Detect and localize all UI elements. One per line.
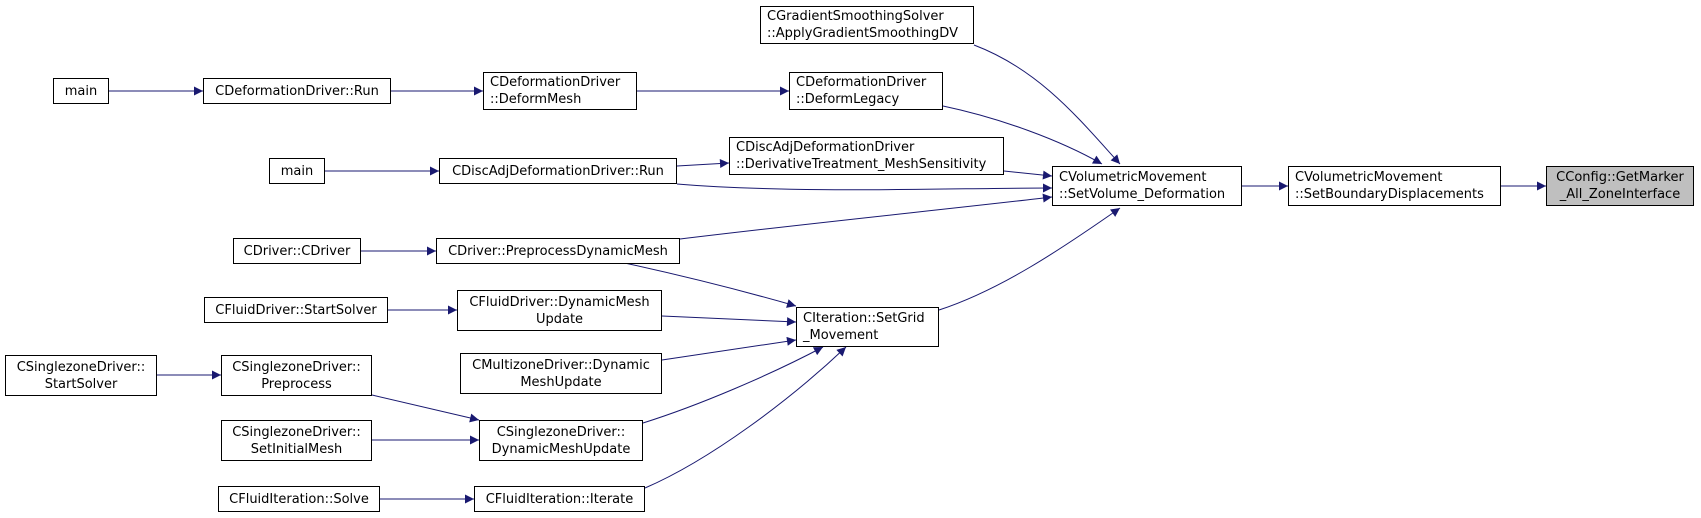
edge-single-pre-to-single-dyn bbox=[371, 394, 480, 423]
node-cfluiditeration-solve[interactable]: CFluidIteration::Solve bbox=[218, 486, 380, 512]
node-label: CFluidDriver::StartSolver bbox=[215, 302, 377, 318]
node-cfluiddriver-startsolver[interactable]: CFluidDriver::StartSolver bbox=[204, 297, 388, 323]
node-label-line1: CSinglezoneDriver:: bbox=[232, 359, 361, 375]
node-cdiscadjdeformationdriver-derivativetreatment[interactable]: CDiscAdjDeformationDriver ::DerivativeTr… bbox=[729, 137, 1004, 175]
node-label: CFluidIteration::Solve bbox=[229, 491, 369, 507]
node-label: main bbox=[64, 83, 98, 99]
node-label-line1: CIteration::SetGrid bbox=[803, 311, 925, 326]
node-label-line2: Update bbox=[535, 311, 584, 327]
node-cdeformationdriver-deformmesh[interactable]: CDeformationDriver ::DeformMesh bbox=[483, 72, 637, 110]
edge-iter-grid-to-vol-deform bbox=[938, 207, 1121, 311]
node-cfluiditeration-iterate[interactable]: CFluidIteration::Iterate bbox=[474, 486, 645, 512]
edge-gradient-to-vol-deform bbox=[973, 44, 1121, 165]
node-label-line2: ::ApplyGradientSmoothingDV bbox=[767, 26, 958, 41]
node-cvolumetricmovement-setboundarydisplacements[interactable]: CVolumetricMovement ::SetBoundaryDisplac… bbox=[1288, 166, 1501, 206]
node-label-line1: CFluidDriver::DynamicMesh bbox=[469, 294, 650, 310]
node-label-line1: CSinglezoneDriver:: bbox=[496, 424, 626, 440]
node-label: CDriver::CDriver bbox=[243, 243, 351, 259]
node-label: CDriver::PreprocessDynamicMesh bbox=[448, 243, 668, 259]
node-label-line1: CSinglezoneDriver:: bbox=[16, 359, 146, 375]
node-label-line2: _Movement bbox=[803, 328, 879, 343]
node-label-line2: MeshUpdate bbox=[520, 374, 602, 390]
node-label-line2: ::SetVolume_Deformation bbox=[1059, 187, 1226, 202]
edge-deform-legacy-to-vol-deform bbox=[942, 105, 1103, 165]
edge-discadj-run-to-vol-deform bbox=[676, 183, 1053, 193]
node-main[interactable]: main bbox=[53, 78, 109, 104]
node-label-line2: StartSolver bbox=[44, 376, 118, 392]
node-cdriver-preprocessdynamicmesh[interactable]: CDriver::PreprocessDynamicMesh bbox=[436, 238, 680, 264]
node-csinglezonedriver-startsolver[interactable]: CSinglezoneDriver:: StartSolver bbox=[5, 355, 157, 396]
node-csinglezonedriver-dynamicmeshupdate[interactable]: CSinglezoneDriver:: DynamicMeshUpdate bbox=[479, 420, 643, 461]
node-label-line1: CVolumetricMovement bbox=[1295, 170, 1443, 185]
node-label-line2: SetInitialMesh bbox=[250, 441, 343, 457]
node-label: CDeformationDriver::Run bbox=[215, 83, 379, 99]
node-label-line1: CSinglezoneDriver:: bbox=[232, 424, 361, 440]
node-label-line1: CDeformationDriver bbox=[490, 75, 621, 90]
node-cgradientsmoothingsolver-applygradientsmoothingdv[interactable]: CGradientSmoothingSolver ::ApplyGradient… bbox=[760, 6, 974, 44]
node-csinglezonedriver-preprocess[interactable]: CSinglezoneDriver:: Preprocess bbox=[221, 355, 372, 396]
node-cdriver-cdriver[interactable]: CDriver::CDriver bbox=[233, 238, 361, 264]
node-label-line2: DynamicMeshUpdate bbox=[491, 441, 631, 457]
node-label-line2: ::DeformLegacy bbox=[796, 92, 900, 107]
node-label: CFluidIteration::Iterate bbox=[485, 491, 634, 507]
node-label-line1: CDeformationDriver bbox=[796, 75, 927, 90]
node-label-line2: ::SetBoundaryDisplacements bbox=[1295, 187, 1484, 202]
node-label-line1: CVolumetricMovement bbox=[1059, 170, 1207, 185]
node-label-line2: _All_ZoneInterface bbox=[1559, 187, 1681, 202]
edge-preprocess-dyn-to-vol-deform bbox=[679, 193, 1053, 240]
node-label-line2: ::DeformMesh bbox=[490, 92, 582, 107]
edge-preprocess-dyn-to-iter-grid bbox=[619, 261, 797, 308]
node-cfluiddriver-dynamicmeshupdate[interactable]: CFluidDriver::DynamicMesh Update bbox=[457, 290, 662, 331]
node-cconfig-getmarker-all-zoneinterface: CConfig::GetMarker _All_ZoneInterface bbox=[1546, 166, 1694, 206]
node-cvolumetricmovement-setvolume-deformation[interactable]: CVolumetricMovement ::SetVolume_Deformat… bbox=[1052, 166, 1242, 206]
node-cdeformationdriver-deformlegacy[interactable]: CDeformationDriver ::DeformLegacy bbox=[789, 72, 943, 110]
node-cdeformationdriver-run[interactable]: CDeformationDriver::Run bbox=[203, 78, 391, 104]
node-label: CDiscAdjDeformationDriver::Run bbox=[452, 163, 664, 179]
node-label-line1: CGradientSmoothingSolver bbox=[767, 9, 944, 24]
edge-multizone-dyn-to-iter-grid bbox=[661, 336, 797, 361]
edge-single-dyn-to-iter-grid bbox=[642, 346, 824, 424]
node-cdiscadjdeformationdriver-run[interactable]: CDiscAdjDeformationDriver::Run bbox=[439, 158, 677, 184]
node-label-line2: ::DerivativeTreatment_MeshSensitivity bbox=[736, 157, 987, 172]
edge-fluid-dyn-to-iter-grid bbox=[661, 315, 797, 327]
edge-fluid-iterate-to-iter-grid bbox=[644, 346, 847, 489]
node-citeration-setgrid-movement[interactable]: CIteration::SetGrid _Movement bbox=[796, 307, 939, 347]
node-csinglezonedriver-setinitialmesh[interactable]: CSinglezoneDriver:: SetInitialMesh bbox=[221, 420, 372, 461]
node-label-line1: CConfig::GetMarker bbox=[1556, 170, 1684, 185]
node-main[interactable]: main bbox=[269, 158, 325, 184]
node-cmultizonedriver-dynamicmeshupdate[interactable]: CMultizoneDriver::Dynamic MeshUpdate bbox=[460, 353, 662, 394]
node-label-line2: Preprocess bbox=[261, 376, 332, 392]
node-label-line1: CDiscAdjDeformationDriver bbox=[736, 140, 915, 155]
node-label: main bbox=[280, 163, 314, 179]
edge-discadj-run-to-discadj-deriv bbox=[676, 159, 730, 169]
node-label-line1: CMultizoneDriver::Dynamic bbox=[472, 357, 650, 373]
edge-discadj-deriv-to-vol-deform bbox=[1003, 170, 1053, 180]
